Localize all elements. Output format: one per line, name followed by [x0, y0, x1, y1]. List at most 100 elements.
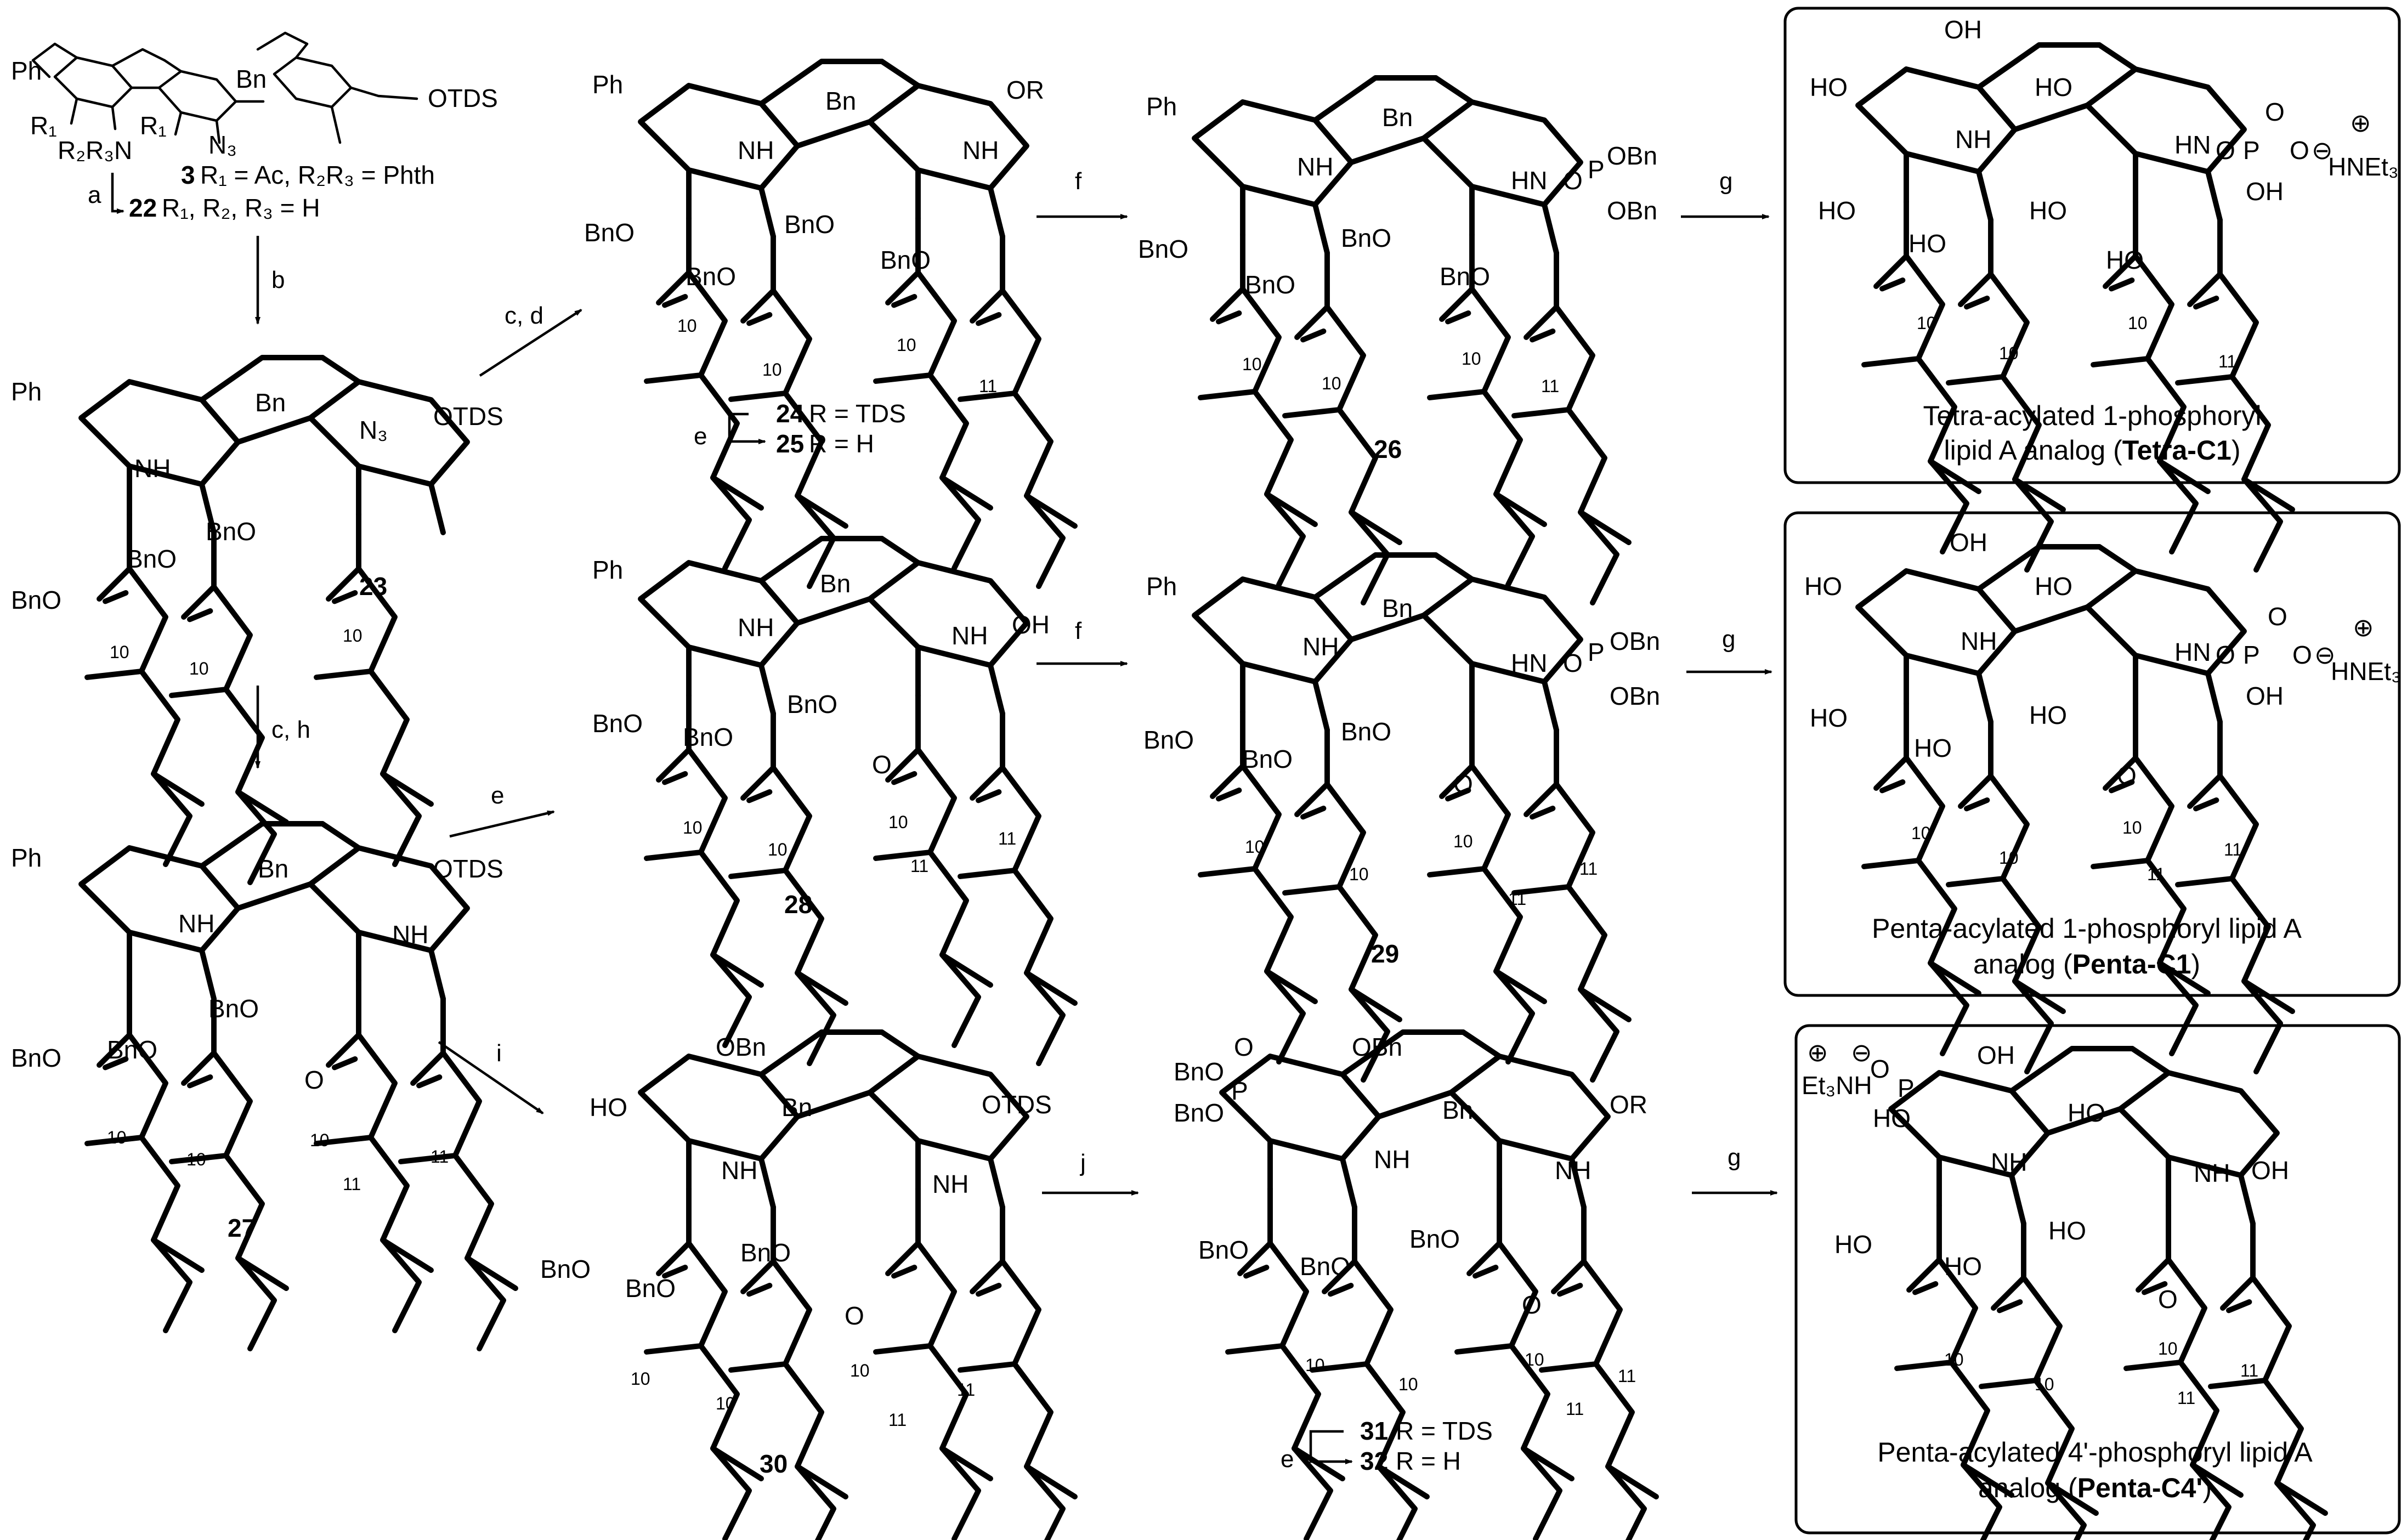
azide-label-23: N₃	[359, 416, 388, 444]
ho-label-penta1-c: HO	[1810, 704, 1848, 732]
sub-10-24a: 10	[677, 316, 697, 336]
r2r3n-label: R₂R₃N	[58, 136, 132, 165]
compound-28-number: 28	[784, 890, 812, 919]
sub-10-23a: 10	[110, 642, 129, 662]
sub-10-29b: 10	[1349, 864, 1369, 884]
o-label-30-ester: O	[845, 1301, 864, 1330]
compound-26	[1194, 78, 1629, 603]
sub-10-penta1-a: 10	[1911, 823, 1931, 843]
nh-label-31: NH	[1374, 1145, 1410, 1174]
bno-label-28c: BnO	[787, 690, 837, 718]
penta1-title-line2: analog (Penta-C1)	[1973, 949, 2200, 980]
bno-label-30a: BnO	[540, 1255, 591, 1283]
compound-22-number: 22	[129, 194, 157, 222]
otds-label-27: OTDS	[433, 854, 503, 883]
oh-label-tetra-p: OH	[2246, 177, 2284, 206]
otds-label-30: OTDS	[982, 1090, 1052, 1119]
sub-11-28b: 11	[998, 829, 1016, 848]
sub-10-28c: 10	[888, 812, 908, 832]
o-label-tetra-3: O	[2290, 136, 2309, 165]
o-label-31-ester: O	[1522, 1290, 1542, 1319]
ho-label-penta4-b: HO	[2068, 1099, 2105, 1127]
compound-29-number: 29	[1371, 939, 1399, 968]
minus-tetra: ⊖	[2312, 136, 2333, 165]
sub-10-26b: 10	[1322, 373, 1341, 393]
sub-10-23b: 10	[189, 659, 209, 678]
obn-label-26b: OBn	[1607, 196, 1657, 225]
compound-27	[81, 824, 516, 1349]
bno-label-31-p2: BnO	[1174, 1099, 1224, 1127]
ho-label-penta1-b: HO	[2035, 572, 2072, 601]
o-label-29: O	[1563, 649, 1583, 677]
p-label-penta1: P	[2243, 641, 2260, 669]
compound-31-desc: R = TDS	[1396, 1417, 1493, 1445]
sub-10-tetra-b: 10	[1999, 343, 2019, 363]
step-b: b	[271, 267, 285, 293]
step-ch: c, h	[271, 716, 310, 743]
o-label-penta4: O	[1870, 1055, 1890, 1083]
bno-label-28b: BnO	[683, 723, 733, 751]
ho-label-penta1-d: HO	[1914, 734, 1952, 762]
product-box-penta-c1	[1783, 511, 2401, 997]
arrow-cd: c, d	[479, 302, 582, 377]
o-label-29-ester: O	[1453, 769, 1473, 798]
sub-11-30a: 11	[888, 1410, 907, 1430]
bno-label-24c: BnO	[784, 210, 835, 239]
sub-10-29c: 10	[1453, 831, 1473, 851]
ho-label-penta1-e: HO	[2029, 701, 2067, 729]
bno-label-29a: BnO	[1143, 726, 1194, 754]
step-e-31: e	[1281, 1446, 1294, 1473]
sub-10-tetra-a: 10	[1917, 313, 1936, 333]
step-a: a	[88, 182, 101, 208]
sub-10-31c: 10	[1525, 1350, 1544, 1369]
phenyl-label-26: Ph	[1146, 92, 1177, 121]
bno-label-26c: BnO	[1341, 224, 1391, 252]
arrow-i: i	[438, 1040, 544, 1114]
bno-label-30c: BnO	[740, 1238, 791, 1267]
bno-label-26a: BnO	[1138, 235, 1188, 263]
ho-label-tetra-c: HO	[1818, 196, 1856, 225]
nh-label-30b: NH	[932, 1170, 969, 1198]
obn-label-29b: OBn	[1610, 682, 1660, 710]
obn-label-31: OBn	[1352, 1033, 1402, 1061]
sub-11-24: 11	[979, 376, 997, 396]
tetra-title-line2: lipid A analog (Tetra-C1)	[1944, 435, 2240, 466]
minus-penta4: ⊖	[1851, 1038, 1872, 1067]
plus-penta4: ⊕	[1807, 1038, 1828, 1067]
tetra-title-line1: Tetra-acylated 1-phosphoryl	[1923, 400, 2262, 431]
sub-11-31b: 11	[1618, 1366, 1636, 1386]
arrow-j: j	[1042, 1150, 1139, 1196]
obn-label-30: OBn	[716, 1033, 766, 1061]
arrow-f-row2: f	[1037, 618, 1128, 666]
or-label-31: OR	[1610, 1090, 1647, 1119]
compound-29	[1194, 555, 1629, 1080]
compound-3-number: 3	[181, 161, 195, 189]
et3nh-penta4: Et₃NH	[1802, 1071, 1872, 1100]
bn-label-28: Bn	[820, 569, 851, 598]
penta4-title-line2: analog (Penta-C4')	[1978, 1473, 2212, 1503]
compound-28	[641, 539, 1075, 1063]
o-label-penta1-ester: O	[2117, 761, 2137, 790]
sub-10-30c: 10	[850, 1361, 870, 1380]
bno-label-24a: BnO	[584, 218, 635, 247]
o-label-28-ester: O	[872, 750, 892, 779]
obn-label-26a: OBn	[1607, 141, 1657, 170]
o-label-penta1: O	[2216, 641, 2235, 669]
p-label-29: P	[1588, 638, 1605, 666]
sub-11-27b: 11	[431, 1147, 449, 1167]
step-f-row2: f	[1075, 618, 1082, 644]
sub-10-30a: 10	[631, 1369, 650, 1389]
ho-label-penta4-e: HO	[2048, 1216, 2086, 1245]
sub-11-26: 11	[1541, 376, 1559, 396]
compound-23	[81, 358, 467, 882]
compound-3: Ph R₁ R₂R₃N R₁ N₃ Bn OTDS 3 R₁ = Ac, R₂R…	[11, 31, 498, 222]
arrow-b: b	[255, 236, 285, 325]
sub-10-tetra-c: 10	[2128, 313, 2148, 333]
o-label-penta1-3: O	[2292, 641, 2312, 669]
sub-11-30b: 11	[957, 1380, 975, 1400]
phenyl-label-27: Ph	[11, 843, 42, 872]
nh-label-tetra: NH	[1955, 125, 1991, 154]
hn-label-29: HN	[1511, 649, 1547, 677]
bno-label-23a: BnO	[11, 586, 61, 614]
oh-label-penta4: OH	[1977, 1041, 2015, 1069]
